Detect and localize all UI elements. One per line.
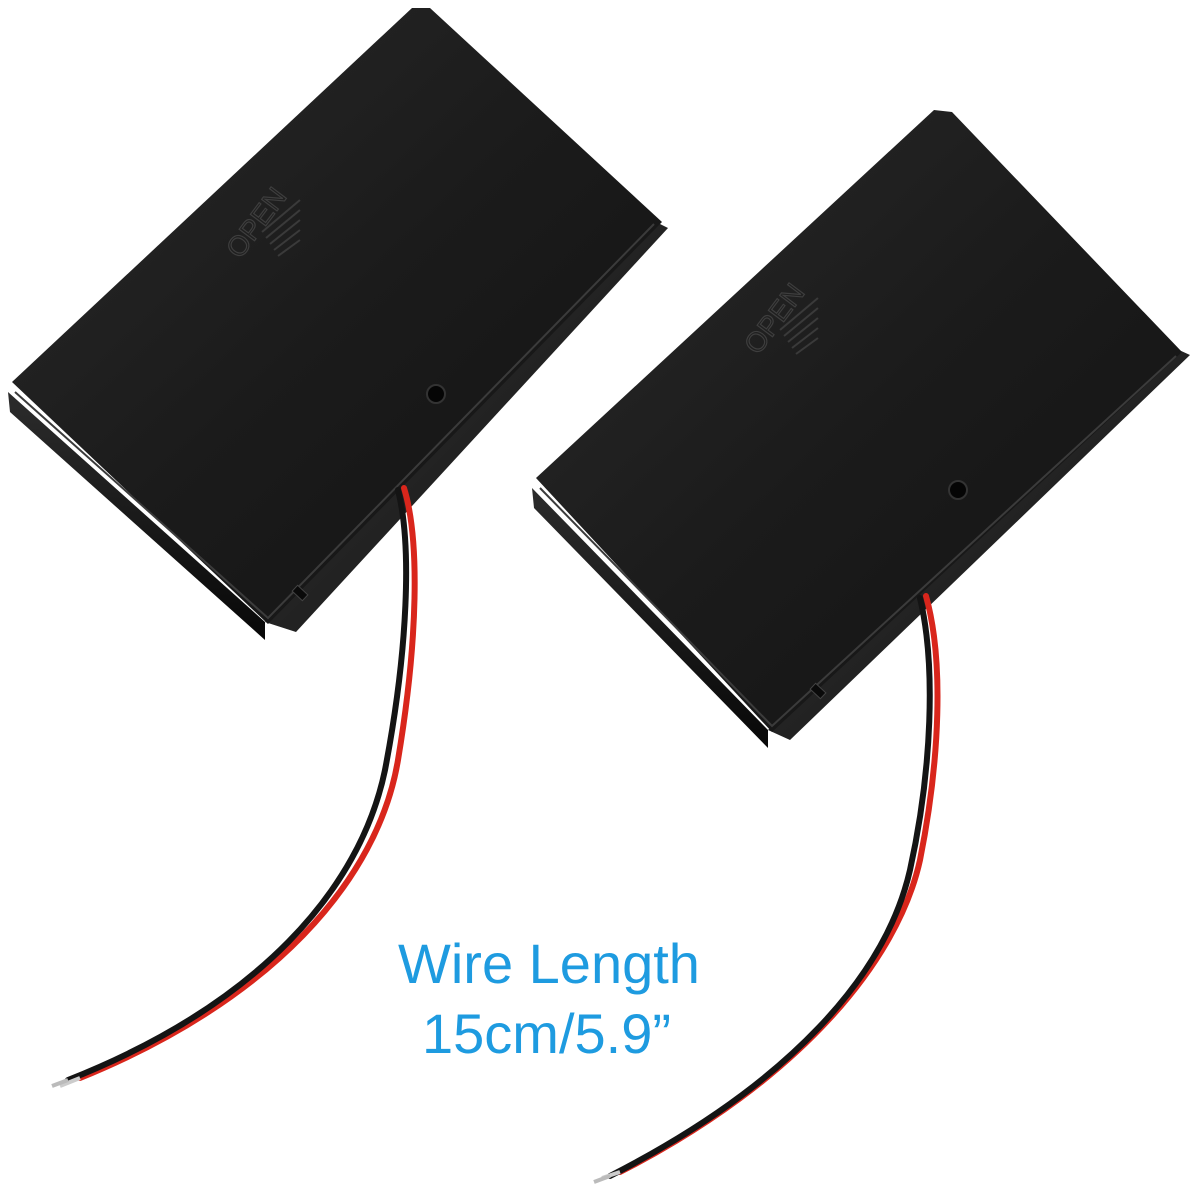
case-front-face	[532, 488, 768, 748]
open-arrow-icon	[261, 199, 301, 257]
black-wire	[607, 595, 933, 1179]
battery-holder-left: OPEN	[8, 8, 668, 1088]
side-switch	[291, 584, 309, 602]
case-lid	[536, 110, 1182, 732]
case-side-face	[265, 218, 668, 632]
screw-hole	[426, 384, 446, 404]
screw-hole	[948, 480, 968, 500]
wire-length-caption-title: Wire Length	[398, 932, 700, 995]
wire-length-caption-value: 15cm/5.9”	[422, 1002, 671, 1065]
case-front-face	[8, 392, 265, 640]
red-wire	[77, 485, 418, 1081]
battery-holder-right: OPEN	[532, 110, 1190, 1184]
open-arrow-icon	[779, 297, 819, 355]
case-lid	[12, 8, 662, 624]
black-wire	[65, 487, 410, 1083]
side-switch	[809, 682, 827, 700]
case-side-face	[768, 345, 1190, 740]
